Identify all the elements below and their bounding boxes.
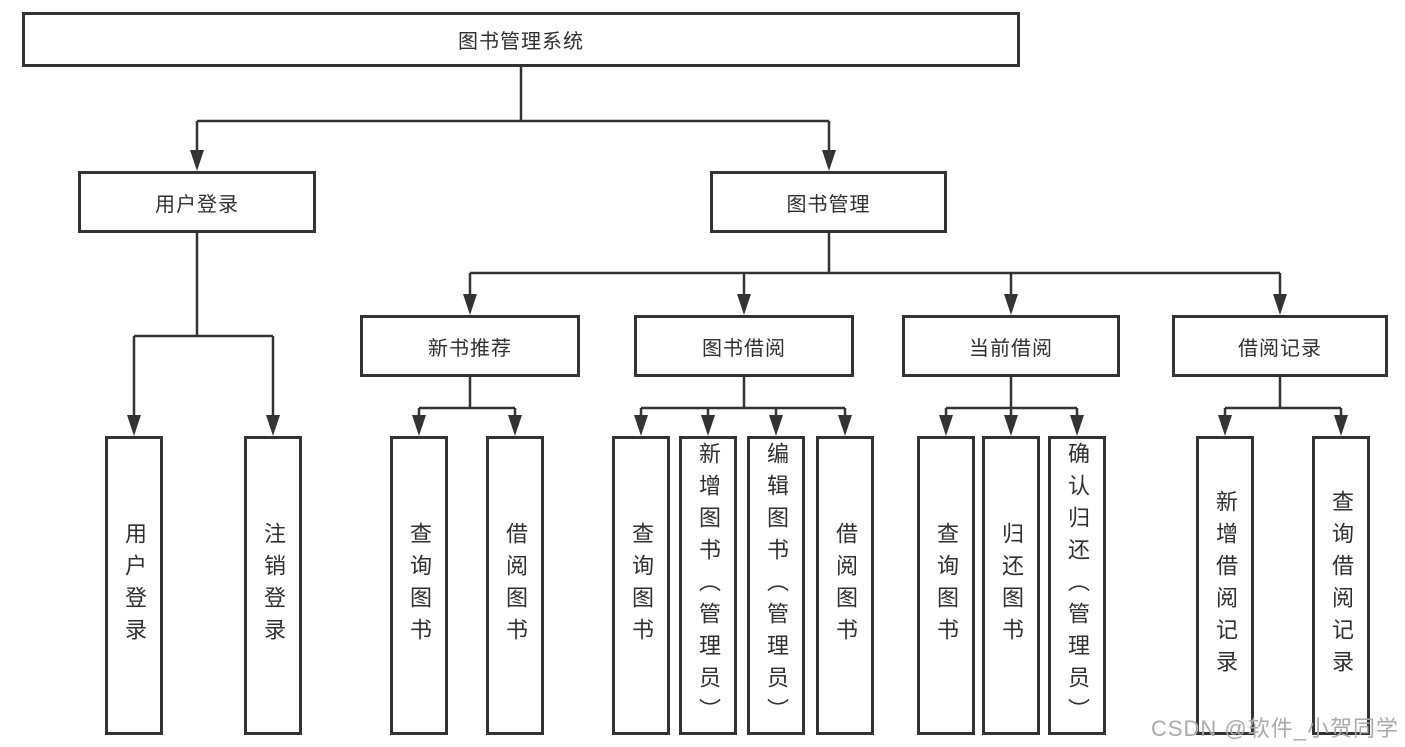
leaf-label: 借阅图书 [503, 521, 528, 650]
leaf-label: 查询图书 [407, 521, 432, 650]
leaf-add-books-admin: 新增图书（管理员） [679, 436, 737, 735]
leaf-return-books: 归还图书 [982, 436, 1040, 735]
node-borrow-records: 借阅记录 [1172, 315, 1388, 377]
leaf-edit-books-admin: 编辑图书（管理员） [747, 436, 805, 735]
leaf-confirm-return-admin: 确认归还（管理员） [1048, 436, 1106, 735]
node-book-management: 图书管理 [710, 171, 947, 233]
csdn-watermark: CSDN @软件_小贺同学 [1150, 716, 1399, 741]
leaf-label: 查询借阅记录 [1329, 489, 1354, 682]
leaf-label: 编辑图书（管理员） [764, 441, 789, 730]
leaf-label: 归还图书 [999, 521, 1024, 650]
leaf-label: 新增图书（管理员） [696, 441, 721, 730]
leaf-label: 查询图书 [934, 521, 959, 650]
node-book-borrow: 图书借阅 [634, 315, 854, 377]
leaf-query-books-1: 查询图书 [390, 436, 448, 735]
leaf-borrow-books-1: 借阅图书 [486, 436, 544, 735]
leaf-query-books-2: 查询图书 [612, 436, 670, 735]
leaf-label: 查询图书 [629, 521, 654, 650]
leaf-logout: 注销登录 [244, 436, 302, 735]
leaf-borrow-books-2: 借阅图书 [816, 436, 874, 735]
leaf-label: 注销登录 [261, 521, 286, 650]
node-root: 图书管理系统 [22, 12, 1020, 67]
leaf-label: 用户登录 [122, 521, 147, 650]
leaf-query-borrow-record: 查询借阅记录 [1312, 436, 1370, 735]
leaf-add-borrow-record: 新增借阅记录 [1196, 436, 1254, 735]
leaf-label: 借阅图书 [833, 521, 858, 650]
node-current-borrow: 当前借阅 [902, 315, 1120, 377]
leaf-query-books-3: 查询图书 [917, 436, 975, 735]
leaf-label: 新增借阅记录 [1213, 489, 1238, 682]
node-user-login: 用户登录 [78, 171, 316, 233]
node-new-book-recommend: 新书推荐 [360, 315, 580, 377]
leaf-user-login: 用户登录 [105, 436, 163, 735]
leaf-label: 确认归还（管理员） [1065, 441, 1090, 730]
